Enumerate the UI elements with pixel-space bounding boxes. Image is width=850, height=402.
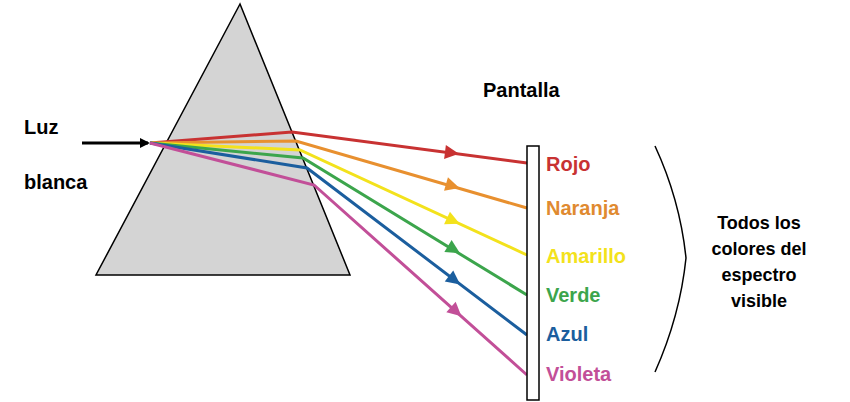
spectrum-note: Todos los colores del espectro visible [695,210,823,314]
color-label: Naranja [546,196,619,220]
screen [527,146,539,400]
light-rays [150,132,527,375]
color-label: Rojo [546,152,590,176]
light-label: Luz blanca [24,100,104,210]
ray-arrowheads [444,145,466,321]
prism [96,4,350,275]
color-label: Azul [546,322,588,346]
color-label: Violeta [546,362,611,386]
color-label: Verde [546,283,600,307]
screen-label: Pantalla [483,78,560,102]
bracket [655,146,686,372]
color-label: Amarillo [546,244,626,268]
incident-arrow [82,142,148,145]
